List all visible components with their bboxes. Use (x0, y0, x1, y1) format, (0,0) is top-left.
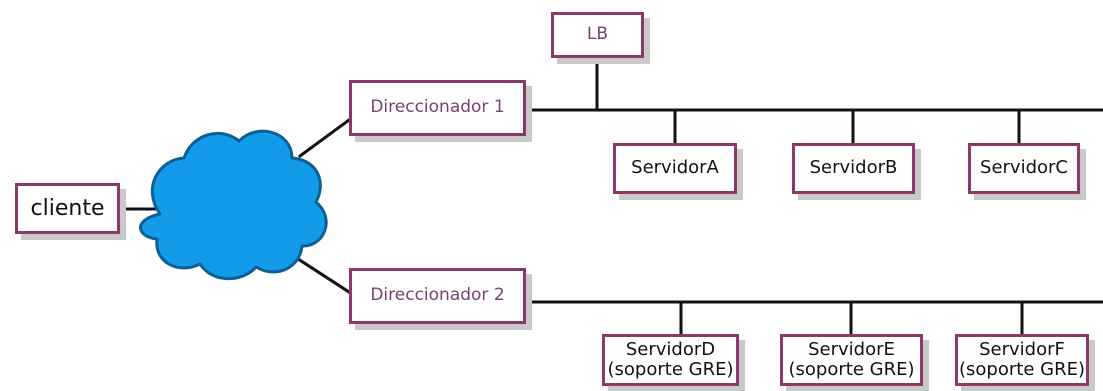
servidor-a-label: ServidorA (631, 157, 719, 179)
servidor-f-name: ServidorF (979, 338, 1065, 360)
servidor-c-node: ServidorC (968, 143, 1080, 194)
servidor-a-node: ServidorA (613, 143, 737, 194)
cloud-to-direccionador2-link (289, 252, 352, 295)
servidor-f-note: (soporte GRE) (959, 358, 1085, 380)
direccionador-1-label: Direccionador 1 (370, 97, 505, 118)
servidor-d-node: ServidorD (soporte GRE) (602, 334, 739, 386)
servidor-e-note: (soporte GRE) (788, 358, 915, 380)
servidor-e-name: ServidorE (808, 338, 895, 360)
lb-node: LB (551, 12, 644, 58)
cloud-to-direccionador1-link (297, 117, 352, 159)
direccionador-2-node: Direccionador 2 (349, 268, 526, 324)
servidor-b-label: ServidorB (809, 157, 898, 179)
servidor-d-note: (soporte GRE) (607, 358, 734, 380)
servidor-b-node: ServidorB (792, 143, 915, 194)
direccionador-1-node: Direccionador 1 (349, 80, 526, 136)
cliente-label: cliente (30, 195, 105, 221)
servidor-d-name: ServidorD (625, 338, 716, 360)
lb-label: LB (586, 24, 609, 45)
servidor-e-node: ServidorE (soporte GRE) (780, 334, 923, 386)
servidor-c-label: ServidorC (980, 157, 1068, 179)
servidor-f-node: ServidorF (soporte GRE) (955, 334, 1089, 386)
cliente-node: cliente (15, 183, 120, 234)
cloud-icon (139, 129, 328, 281)
direccionador-2-label: Direccionador 2 (370, 285, 505, 306)
